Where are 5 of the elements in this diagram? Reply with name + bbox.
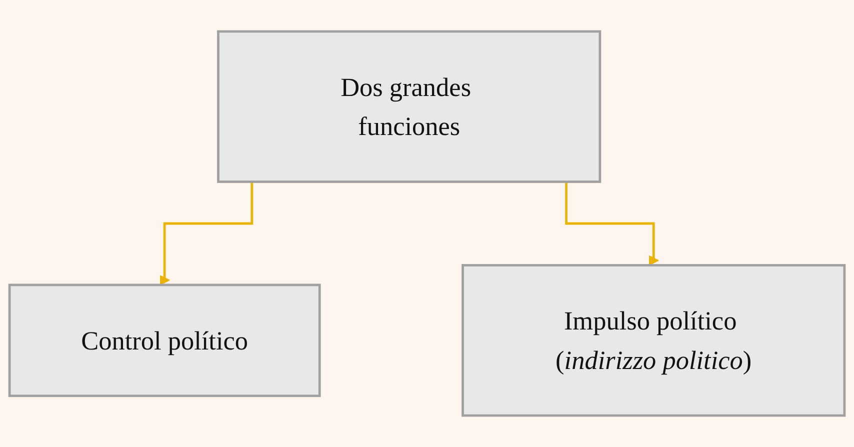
- node-box: Dos grandes funciones: [217, 30, 602, 183]
- arrow: [159, 182, 254, 286]
- node-box: Control político: [8, 284, 321, 398]
- arrow: [565, 182, 659, 266]
- node-box: Impulso político (indirizzo politico): [462, 264, 846, 417]
